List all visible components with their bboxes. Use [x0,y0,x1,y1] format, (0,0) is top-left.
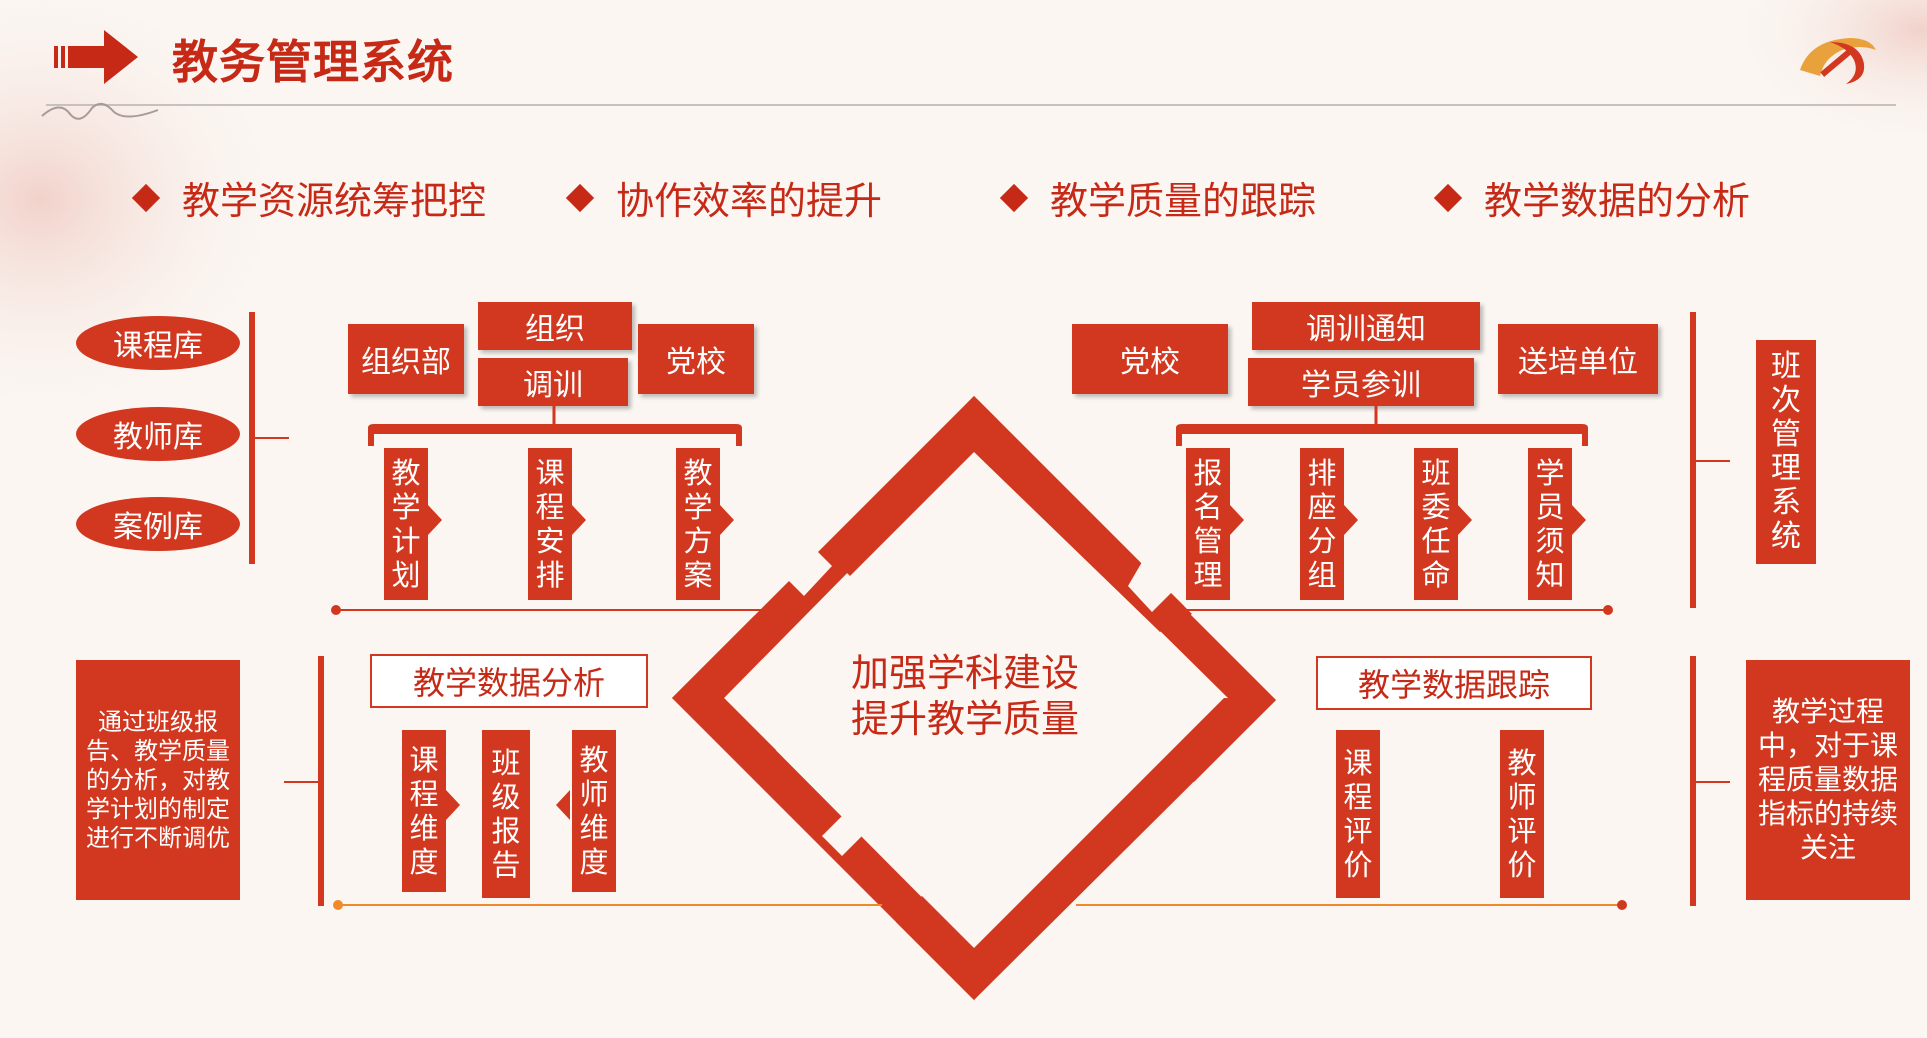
notice-bottom-box: 学员参训 [1248,358,1474,406]
cycle-diamond [672,396,1276,1000]
course-schedule-column: 课程安排 [528,448,572,600]
diamond-icon [565,183,595,212]
chevron-right-icon [1230,505,1244,535]
case-library-oval: 案例库 [76,497,240,551]
bracket-line [249,312,255,564]
chevron-right-icon [1572,505,1586,535]
teaching-scheme-column: 教学方案 [676,448,720,600]
class-report-column: 班级报告 [482,730,530,898]
chevron-right-icon [446,790,460,820]
bracket-line [1690,312,1696,608]
diamond-icon [1433,183,1463,212]
chevron-right-icon [1344,505,1358,535]
teacher-evaluation-column: 教师评价 [1500,730,1544,898]
tree-connector [368,406,742,446]
bullet-item: 教学质量的跟踪 [999,170,1316,225]
arrow-right-icon [54,30,138,84]
org-bottom-box: 调训 [478,358,628,406]
student-notice-column: 学员须知 [1528,448,1572,600]
brush-swirl-decoration [41,102,159,120]
org-top-box: 组织 [478,302,632,350]
bullet-item: 教学资源统筹把控 [131,170,486,225]
chevron-left-icon [556,790,570,820]
committee-column: 班委任命 [1414,448,1458,600]
center-slogan: 加强学科建设 提升教学质量 [850,651,1079,741]
diamond-icon [999,183,1029,212]
bracket-tick [1696,460,1730,462]
chevron-right-icon [428,505,442,535]
bracket-tick [1696,781,1730,783]
header-divider [46,104,1896,106]
timeline-line [1076,900,1627,910]
chevron-right-icon [572,505,586,535]
party-school-box: 党校 [638,324,754,394]
party-school-box: 党校 [1072,324,1228,394]
timeline-line [1150,605,1613,615]
registration-column: 报名管理 [1186,448,1230,600]
course-library-oval: 课程库 [76,316,240,370]
teaching-plan-column: 教学计划 [384,448,428,600]
analysis-note-box: 通过班级报告、教学质量的分析，对教学计划的制定进行不断调优 [76,660,240,900]
timeline-line [331,605,800,615]
chevron-right-icon [720,505,734,535]
bracket-line [1690,656,1696,906]
bracket-line [318,656,324,906]
sending-unit-box: 送培单位 [1498,324,1658,394]
class-management-system-box: 班次管理系统 [1756,340,1816,564]
emblem-icon [1800,38,1876,84]
data-analysis-title: 教学数据分析 [370,654,648,708]
data-tracking-title: 教学数据跟踪 [1316,656,1592,710]
bracket-tick [284,781,324,783]
diamond-icon [131,183,161,212]
chevron-right-icon [1458,505,1472,535]
org-dept-box: 组织部 [348,324,464,394]
course-evaluation-column: 课程评价 [1336,730,1380,898]
bracket-tick [255,437,289,439]
notice-top-box: 调训通知 [1252,302,1480,350]
seating-column: 排座分组 [1300,448,1344,600]
bullet-item: 教学数据的分析 [1433,170,1750,225]
teacher-dimension-column: 教师维度 [572,730,616,892]
teacher-library-oval: 教师库 [76,407,240,461]
page-title: 教务管理系统 [172,35,454,89]
tracking-note-box: 教学过程中，对于课程质量数据指标的持续关注 [1746,660,1910,900]
course-dimension-column: 课程维度 [402,730,446,892]
tree-connector [1176,406,1588,446]
bullet-item: 协作效率的提升 [565,170,882,225]
timeline-line [333,900,882,910]
